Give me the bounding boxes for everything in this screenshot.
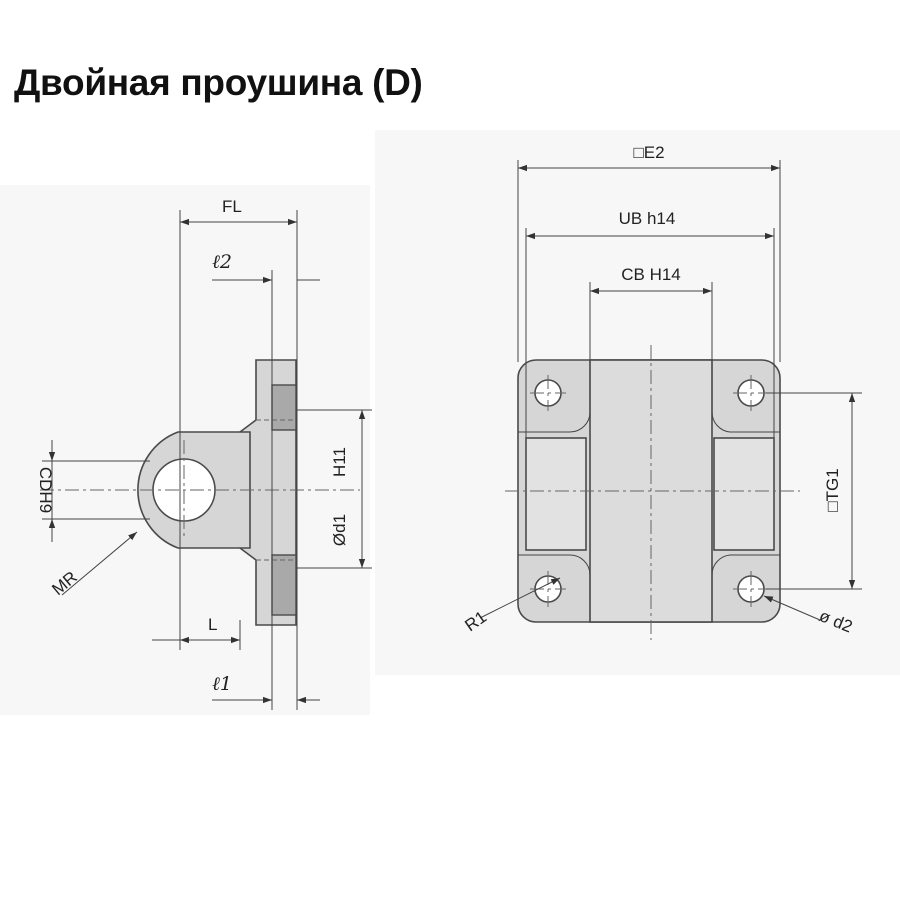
h11-label: H11 [330,447,349,477]
mr-leader [61,531,138,596]
e2-label: □E2 [633,143,664,162]
l-label: L [208,615,217,634]
page-title: Двойная проушина (D) [14,62,423,103]
corner-recess [518,360,591,433]
corner-recess [518,554,591,622]
cb-label: CB H14 [621,265,681,284]
corner-recess [711,554,780,622]
corner-recess [711,360,780,433]
cdh9-label: CDH9 [36,467,55,513]
tg1-label: □TG1 [823,468,842,511]
l1-label: ℓ1 [212,673,232,695]
d1-label: Ød1 [330,514,349,546]
front-pocket-left [525,437,587,551]
ub-label: UB h14 [619,209,676,228]
l2-label: ℓ2 [212,251,232,273]
front-view: □E2 UB h14 CB H14 □TG1 R1 ø d2 [461,143,862,640]
side-view: FL ℓ2 CDH9 H11 Ød1 MR L ℓ1 [36,197,372,710]
side-bolt-section-top [271,384,297,431]
side-bolt-section-bottom [271,554,297,616]
d2-leader [763,595,821,621]
r1-leader [479,577,561,619]
front-pocket-right [713,437,775,551]
fl-label: FL [222,197,242,216]
